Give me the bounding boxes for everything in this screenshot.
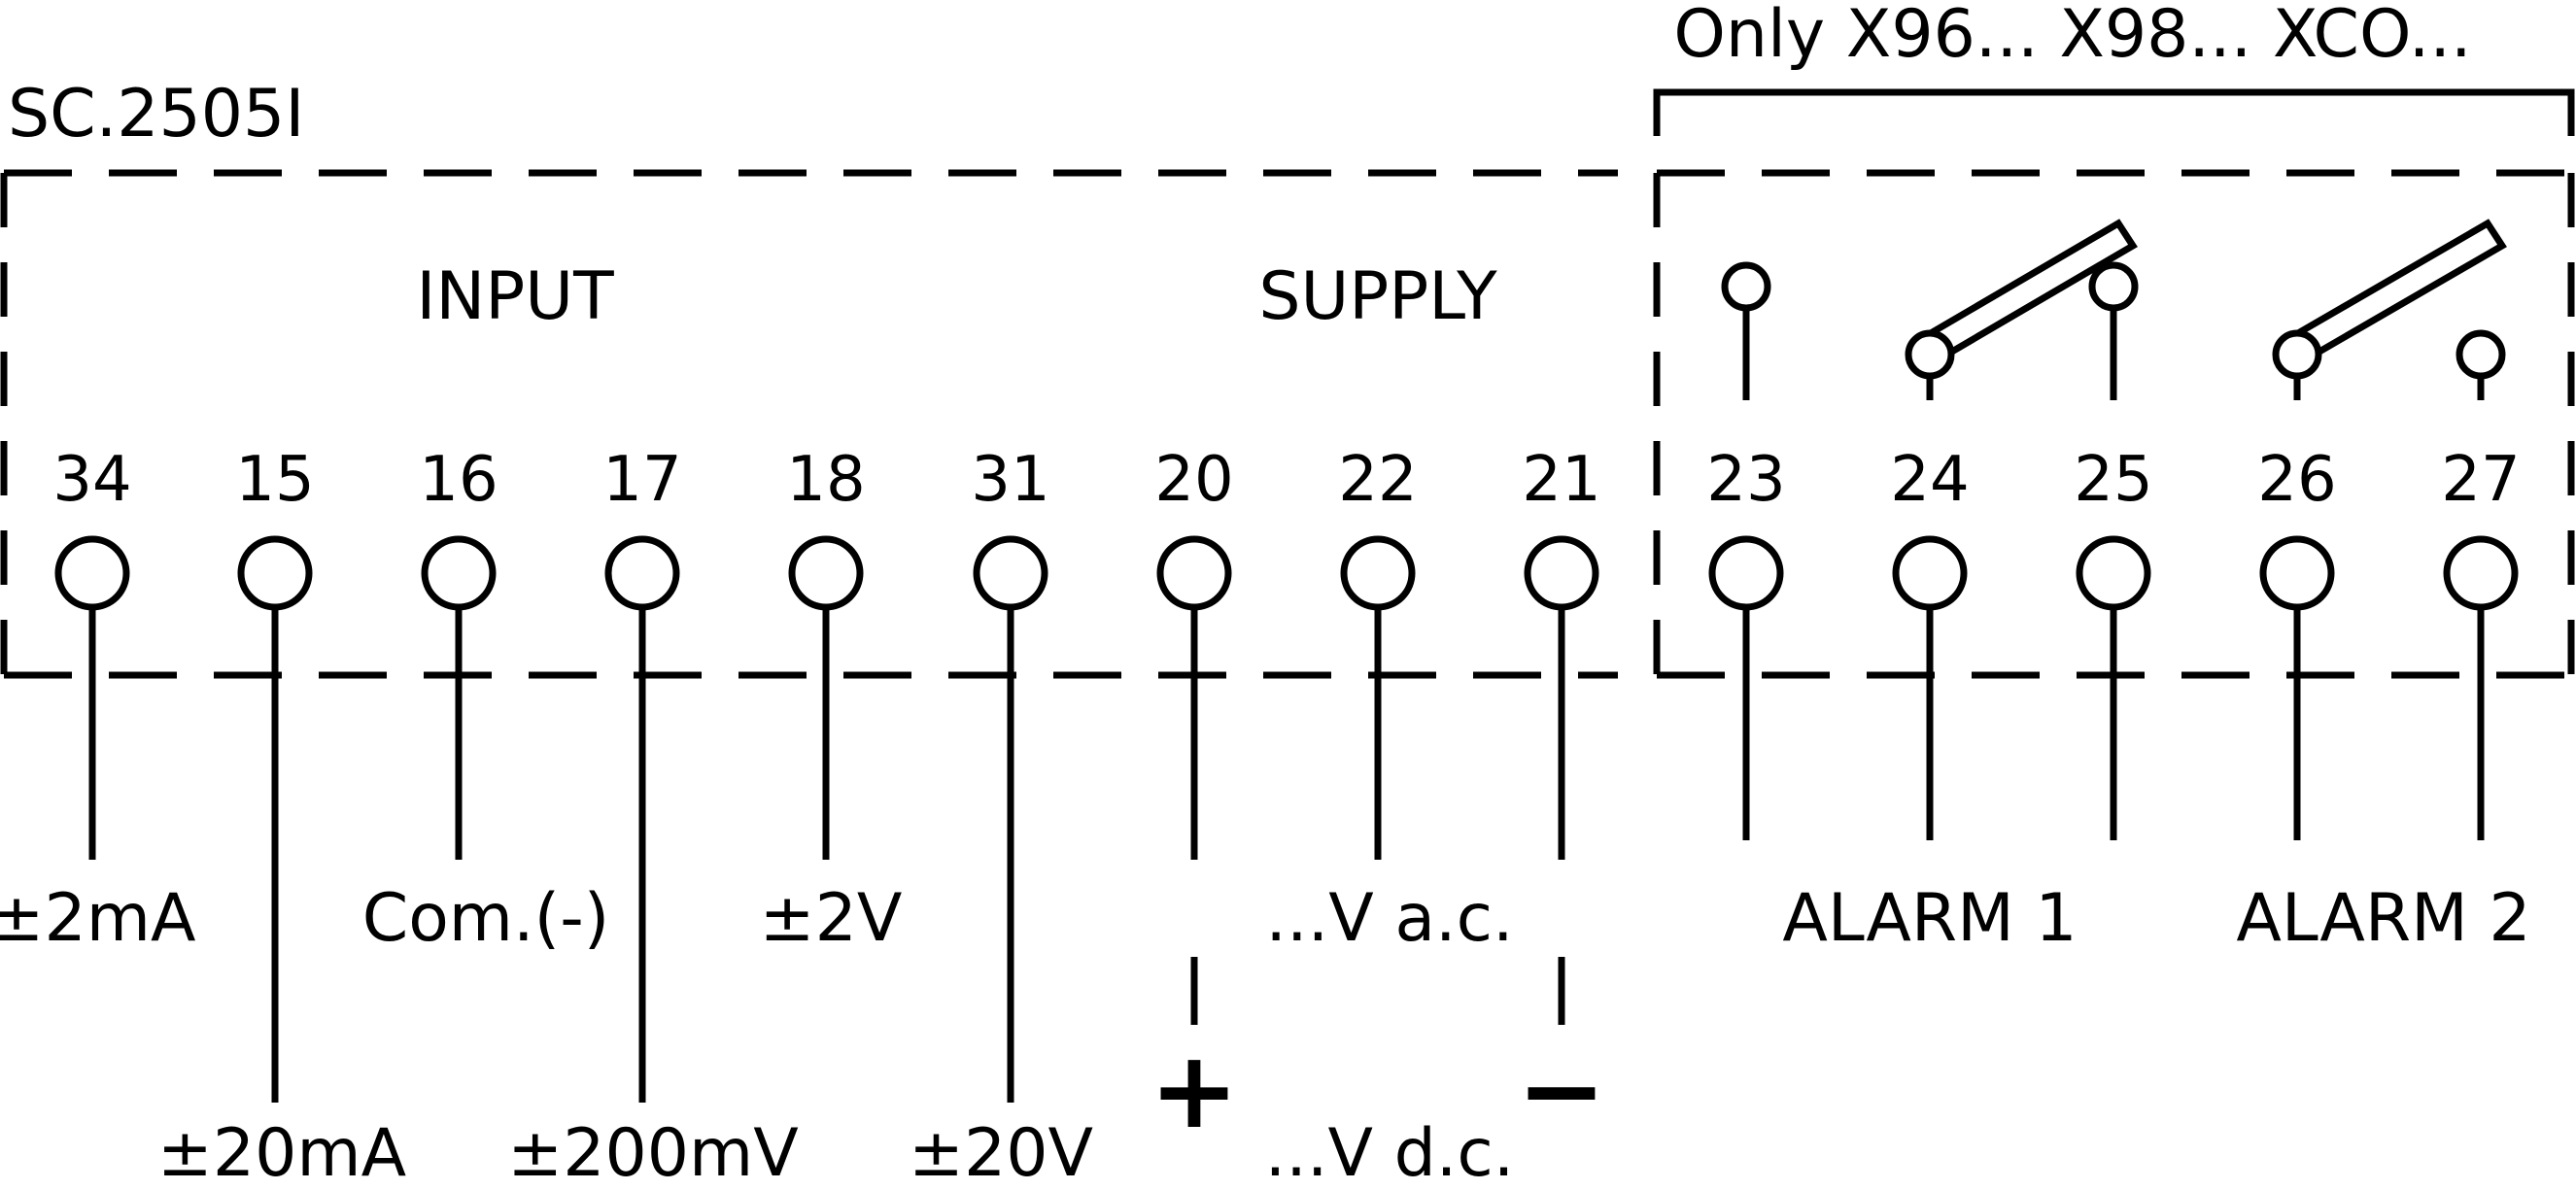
label-20v: ±20V: [909, 1115, 1093, 1190]
model-label: SC.2505I: [8, 76, 304, 153]
terminal-31: [973, 535, 1048, 611]
label-20ma: ±20mA: [157, 1115, 406, 1190]
label-alarm-2: ALARM 2: [2236, 880, 2530, 957]
terminal-number-34: 34: [52, 444, 131, 516]
terminal-numbers: 34 15 16 17 18 31 20 22 21 23 24 25 26 2…: [52, 444, 2520, 516]
terminal-leads: [88, 607, 2485, 1103]
terminal-number-24: 24: [1890, 444, 1969, 516]
terminal-number-15: 15: [235, 444, 314, 516]
section-input-title: INPUT: [416, 258, 614, 335]
terminal-number-20: 20: [1154, 444, 1233, 516]
terminal-24: [1892, 535, 1968, 611]
terminal-17: [604, 535, 680, 611]
terminal-number-23: 23: [1706, 444, 1785, 516]
terminal-number-22: 22: [1338, 444, 1417, 516]
terminal-16: [421, 535, 497, 611]
terminal-number-17: 17: [602, 444, 681, 516]
label-alarm-1: ALARM 1: [1782, 880, 2077, 957]
terminal-15: [237, 535, 313, 611]
terminal-23: [1708, 535, 1784, 611]
label-com-minus: Com.(-): [362, 880, 610, 957]
terminal-27: [2443, 535, 2519, 611]
terminal-number-27: 27: [2441, 444, 2520, 516]
terminal-25: [2076, 535, 2151, 611]
terminal-number-25: 25: [2074, 444, 2152, 516]
terminal-number-21: 21: [1522, 444, 1600, 516]
label-vac: ...V a.c.: [1265, 880, 1513, 957]
terminal-34: [54, 535, 130, 611]
terminal-circles: [54, 535, 2519, 611]
option-note: Only X96... X98... XCO...: [1673, 0, 2471, 73]
label-2v: ±2V: [760, 880, 903, 957]
terminal-22: [1340, 535, 1416, 611]
terminal-number-31: 31: [971, 444, 1049, 516]
option-bracket: [1653, 88, 2575, 136]
label-200mv: ±200mV: [507, 1115, 799, 1190]
terminal-18: [788, 535, 864, 611]
section-supply-title: SUPPLY: [1258, 258, 1497, 335]
terminal-26: [2259, 535, 2335, 611]
terminal-number-26: 26: [2257, 444, 2336, 516]
terminal-21: [1524, 535, 1599, 611]
label-vdc: ...V d.c.: [1265, 1115, 1515, 1190]
relay-contacts: [1721, 219, 2507, 400]
dc-minus-sign: −: [1517, 1028, 1606, 1152]
label-2ma: ±2mA: [0, 880, 196, 957]
terminal-20: [1156, 535, 1232, 611]
terminal-number-16: 16: [419, 444, 498, 516]
dc-plus-sign: +: [1150, 1028, 1239, 1152]
terminal-number-18: 18: [786, 444, 865, 516]
